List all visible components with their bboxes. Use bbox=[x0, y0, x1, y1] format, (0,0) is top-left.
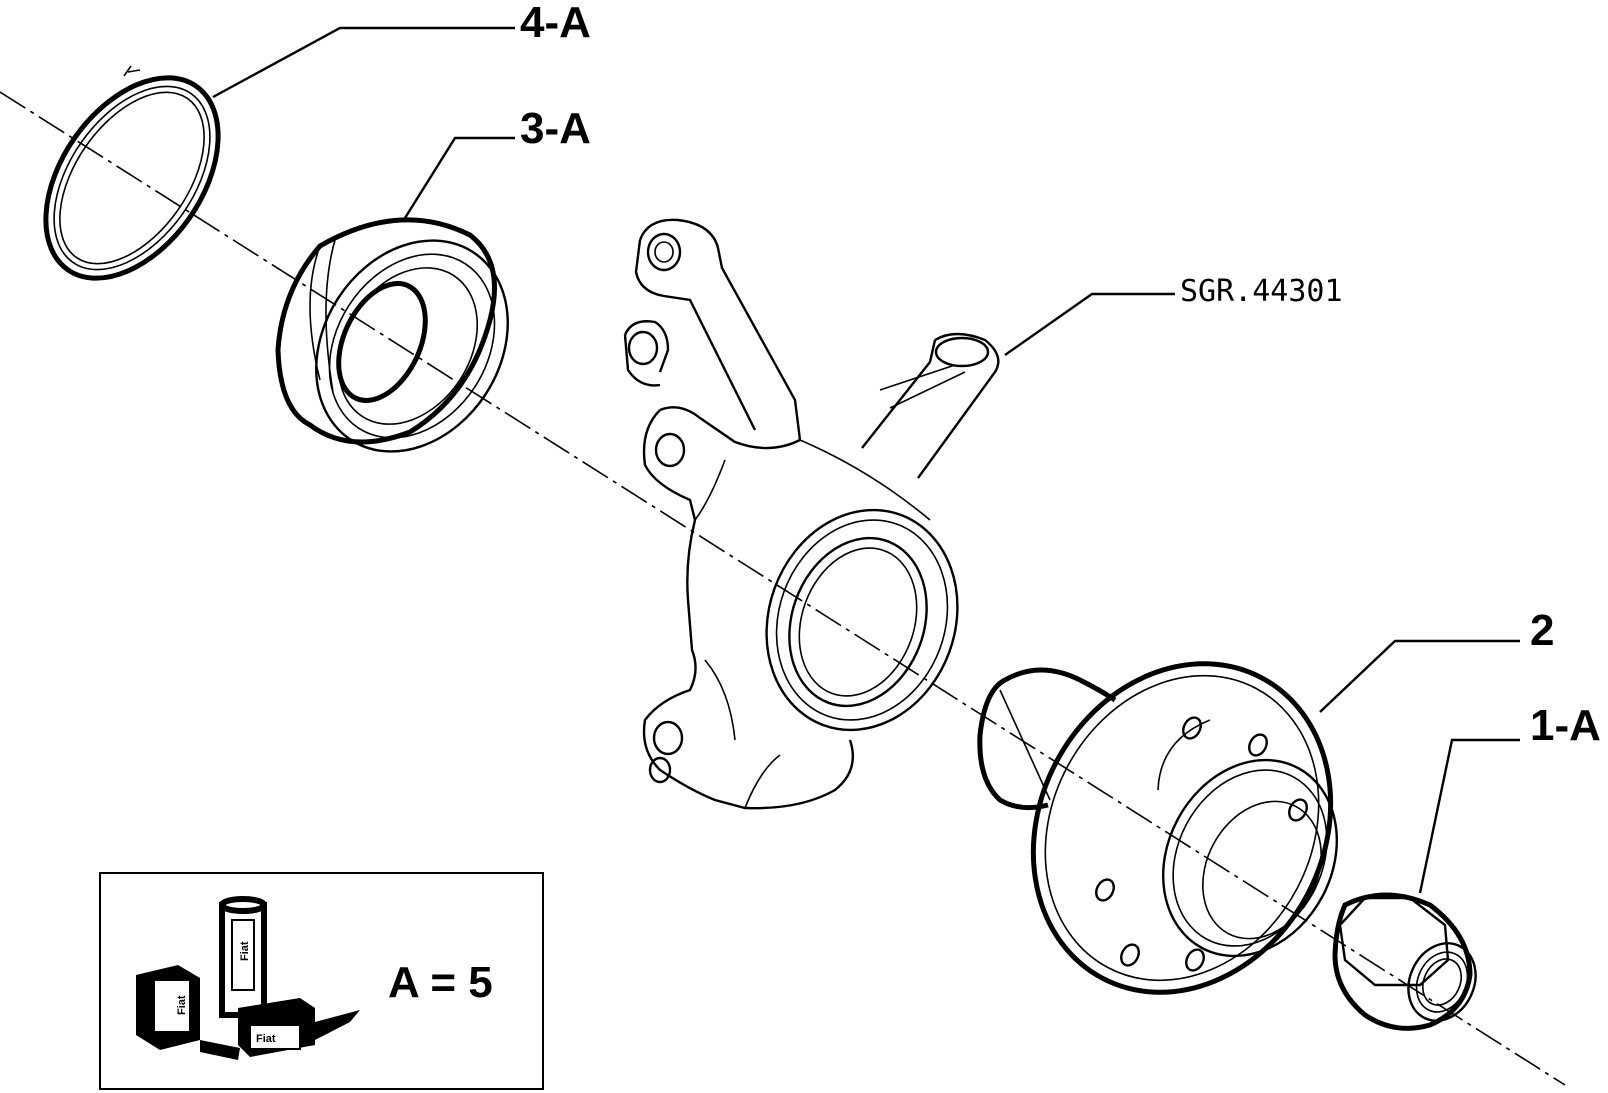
label-part-1: 1-A bbox=[1530, 701, 1601, 750]
assembly-axis bbox=[0, 91, 1566, 1086]
kit-box: Fiat Fiat Fiat A = 5 bbox=[99, 872, 544, 1090]
snap-ring bbox=[43, 65, 221, 281]
leader-sgr bbox=[1004, 292, 1175, 356]
leader-1a bbox=[1418, 738, 1520, 894]
wheel-hub bbox=[977, 661, 1339, 995]
lubricant-kit-icon: Fiat Fiat Fiat bbox=[136, 896, 360, 1060]
wheel-bearing bbox=[275, 217, 509, 453]
leader-4a bbox=[212, 26, 515, 99]
label-part-2: 2 bbox=[1530, 606, 1554, 655]
hub-nut bbox=[1332, 892, 1477, 1031]
svg-text:Fiat: Fiat bbox=[176, 995, 188, 1015]
kit-equation: A = 5 bbox=[388, 958, 493, 1007]
steering-knuckle bbox=[623, 218, 1000, 810]
reference-code: SGR.44301 bbox=[1180, 274, 1343, 309]
leader-3a bbox=[403, 136, 515, 219]
label-part-3: 3-A bbox=[520, 104, 591, 153]
label-part-4: 4-A bbox=[520, 0, 591, 47]
svg-text:Fiat: Fiat bbox=[256, 1033, 276, 1045]
svg-text:Fiat: Fiat bbox=[239, 941, 251, 961]
leader-2 bbox=[1319, 639, 1520, 713]
